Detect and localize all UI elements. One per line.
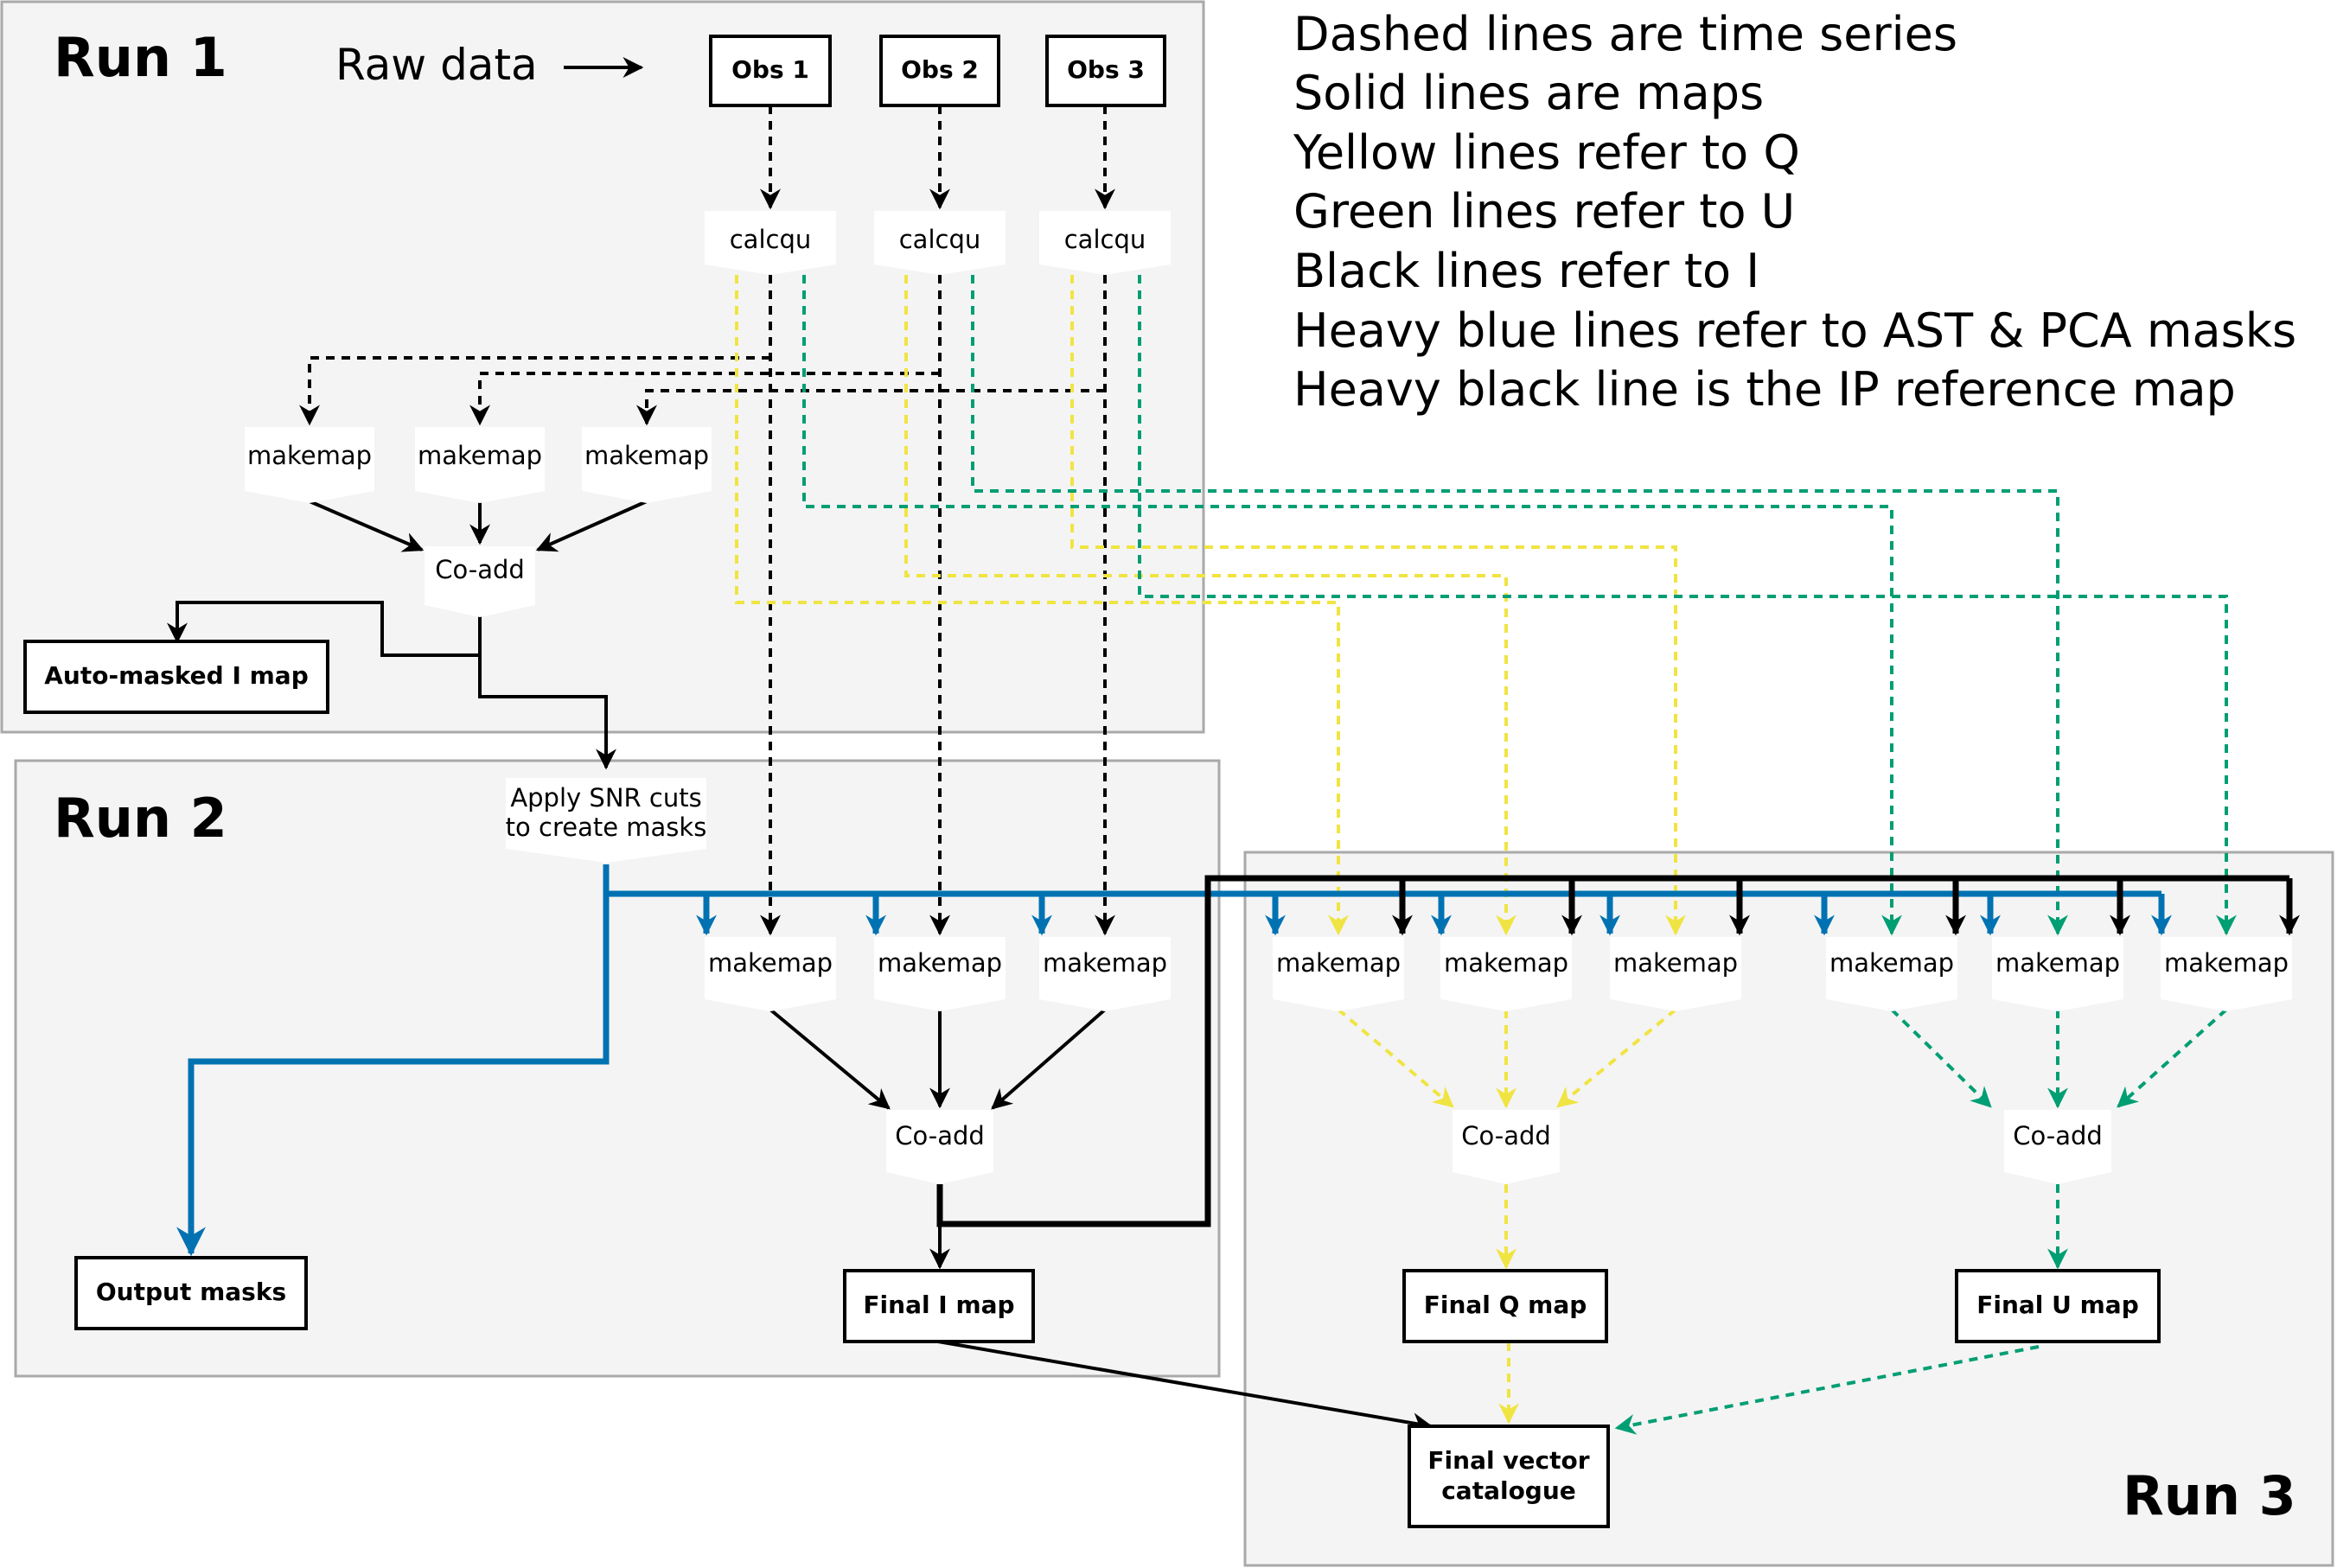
makemap-node[interactable]: makemap — [2161, 937, 2292, 1011]
ip-reference-lines — [936, 875, 2300, 1227]
legend-line: Green lines refer to U — [1293, 184, 1795, 239]
legend-line: Yellow lines refer to Q — [1293, 125, 1800, 180]
i-map-lines — [167, 57, 1433, 1434]
legend: Dashed lines are time series Solid lines… — [1293, 7, 2296, 417]
calcqu-node[interactable]: calcqu — [874, 211, 1006, 275]
snr-cuts-node[interactable]: Apply SNR cuts to create masks — [506, 778, 707, 863]
makemap-label: makemap — [1613, 948, 1738, 978]
final-u-map-label: Final U map — [1976, 1291, 2139, 1319]
makemap-label: makemap — [1829, 948, 1954, 978]
calcqu-node[interactable]: calcqu — [705, 211, 836, 275]
coadd-node[interactable]: Co-add — [886, 1110, 993, 1184]
vector-catalogue-label-line1: Final vector — [1427, 1446, 1589, 1475]
output-masks-node[interactable]: Output masks — [74, 1256, 308, 1330]
run1-label: Run 1 — [54, 26, 227, 89]
coadd-label: Co-add — [2013, 1121, 2103, 1151]
legend-line: Heavy black line is the IP reference map — [1293, 362, 2236, 417]
final-i-map-label: Final I map — [863, 1291, 1014, 1319]
auto-masked-map-label: Auto-masked I map — [44, 661, 309, 690]
final-i-map-node[interactable]: Final I map — [843, 1269, 1035, 1343]
mask-lines — [176, 864, 2172, 1257]
snr-cuts-label-line1: Apply SNR cuts — [510, 783, 701, 813]
makemap-node[interactable]: makemap — [705, 937, 836, 1011]
obs-1-label: Obs 1 — [731, 55, 809, 84]
calcqu-label: calcqu — [730, 225, 812, 254]
makemap-node[interactable]: makemap — [1610, 937, 1741, 1011]
makemap-node[interactable]: makemap — [582, 427, 712, 503]
makemap-node[interactable]: makemap — [1273, 937, 1404, 1011]
makemap-node[interactable]: makemap — [1440, 937, 1572, 1011]
makemap-node[interactable]: makemap — [1039, 937, 1171, 1011]
makemap-label: makemap — [708, 948, 833, 978]
obs-1-node[interactable]: Obs 1 — [709, 35, 832, 107]
u-timeseries-lines — [802, 275, 2237, 1435]
makemap-node[interactable]: makemap — [874, 937, 1006, 1011]
makemap-label: makemap — [1444, 948, 1568, 978]
coadd-label: Co-add — [1461, 1121, 1551, 1151]
snr-cuts-label-line2: to create masks — [506, 813, 707, 842]
calcqu-label: calcqu — [899, 225, 981, 254]
legend-line: Black lines refer to I — [1293, 244, 1759, 298]
coadd-u-node[interactable]: Co-add — [2004, 1110, 2111, 1184]
coadd-node[interactable]: Co-add — [425, 546, 535, 617]
auto-masked-map-node[interactable]: Auto-masked I map — [23, 640, 329, 714]
final-q-map-node[interactable]: Final Q map — [1402, 1269, 1608, 1343]
calcqu-node[interactable]: calcqu — [1039, 211, 1171, 275]
obs-3-label: Obs 3 — [1067, 55, 1145, 84]
makemap-label: makemap — [1995, 948, 2120, 978]
makemap-label: makemap — [1276, 948, 1401, 978]
run2-label: Run 2 — [54, 787, 227, 850]
q-timeseries-lines — [735, 275, 1686, 1425]
obs-2-label: Obs 2 — [901, 55, 979, 84]
makemap-node[interactable]: makemap — [245, 427, 374, 503]
output-masks-label: Output masks — [96, 1278, 286, 1306]
raw-data-label: Raw data — [335, 40, 538, 90]
makemap-label: makemap — [1043, 948, 1167, 978]
final-q-map-label: Final Q map — [1424, 1291, 1587, 1319]
makemap-node[interactable]: makemap — [415, 427, 545, 503]
makemap-label: makemap — [418, 441, 542, 470]
vector-catalogue-node[interactable]: Final vector catalogue — [1408, 1425, 1610, 1528]
makemap-node[interactable]: makemap — [1826, 937, 1957, 1011]
final-u-map-node[interactable]: Final U map — [1955, 1269, 2161, 1343]
makemap-node[interactable]: makemap — [1992, 937, 2123, 1011]
run1-panel — [0, 0, 1205, 734]
obs-3-node[interactable]: Obs 3 — [1045, 35, 1166, 107]
makemap-label: makemap — [878, 948, 1002, 978]
calcqu-label: calcqu — [1064, 225, 1146, 254]
makemap-label: makemap — [2164, 948, 2289, 978]
coadd-label: Co-add — [435, 555, 525, 584]
run3-label: Run 3 — [2123, 1464, 2296, 1527]
vector-catalogue-label-line2: catalogue — [1441, 1476, 1576, 1505]
obs-2-node[interactable]: Obs 2 — [879, 35, 1000, 107]
coadd-label: Co-add — [895, 1121, 985, 1151]
legend-line: Solid lines are maps — [1293, 66, 1764, 120]
legend-line: Dashed lines are time series — [1293, 7, 1957, 61]
legend-line: Heavy blue lines refer to AST & PCA mask… — [1293, 303, 2296, 358]
coadd-q-node[interactable]: Co-add — [1453, 1110, 1560, 1184]
makemap-label: makemap — [584, 441, 709, 470]
makemap-label: makemap — [247, 441, 372, 470]
